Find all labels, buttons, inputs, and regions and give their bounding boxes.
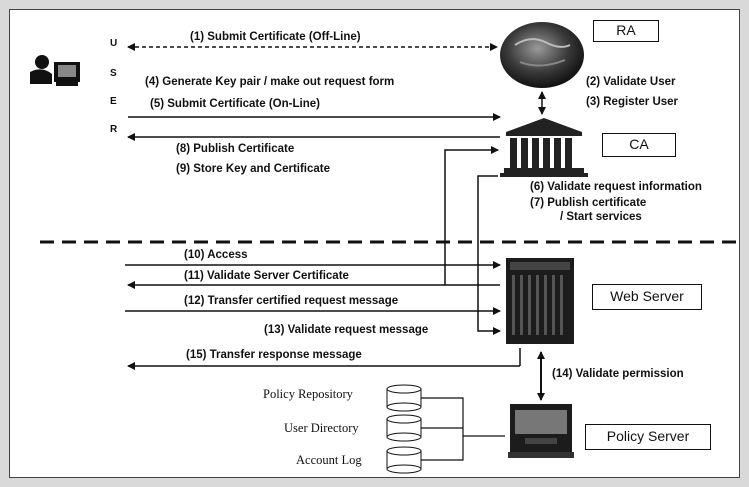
arrow-validate-request [477, 175, 501, 335]
arrow-server-to-ca [444, 146, 500, 286]
step-label: (4) Generate Key pair / make out request… [145, 76, 395, 88]
policy-server-icon [508, 404, 574, 458]
user-letter: R [110, 124, 118, 135]
step-label: (13) Validate request message [264, 324, 429, 336]
step-label: (11) Validate Server Certificate [184, 270, 349, 282]
database-icon [386, 384, 422, 412]
step-label: (7) Publish certificate [530, 197, 647, 209]
repo-label-directory: User Directory [284, 421, 359, 435]
user-letter: U [110, 38, 118, 49]
web-server-box: Web Server [592, 284, 702, 310]
line-db-policy [421, 436, 464, 461]
diagram-border [9, 9, 740, 478]
step-label: (9) Store Key and Certificate [176, 163, 331, 175]
step-label: (1) Submit Certificate (Off-Line) [190, 31, 361, 43]
database-icon [386, 414, 422, 442]
user-letter: S [110, 68, 117, 79]
repo-label-account: Account Log [296, 453, 362, 467]
database-icon [386, 446, 422, 474]
step-label: (14) Validate permission [552, 368, 684, 380]
step-label: (5) Submit Certificate (On-Line) [150, 98, 320, 110]
bank-building-icon [500, 118, 588, 177]
globe-icon [500, 22, 584, 88]
step-label: (3) Register User [586, 96, 679, 108]
line-db-policy [421, 397, 505, 437]
step-label: (10) Access [184, 249, 248, 261]
ca-box: CA [602, 133, 676, 157]
user-computer-icon [30, 55, 80, 86]
step-label: (15) Transfer response message [186, 349, 362, 361]
step-label: (6) Validate request information [530, 181, 702, 193]
step-label: / Start services [560, 211, 642, 223]
user-letter: E [110, 96, 117, 107]
server-icon [506, 258, 574, 344]
step-label: (12) Transfer certified request message [184, 295, 399, 307]
ra-box: RA [593, 20, 659, 42]
step-label: (2) Validate User [586, 76, 676, 88]
step-label: (8) Publish Certificate [176, 143, 295, 155]
policy-server-box: Policy Server [585, 424, 711, 450]
repo-label-policy: Policy Repository [263, 387, 353, 401]
